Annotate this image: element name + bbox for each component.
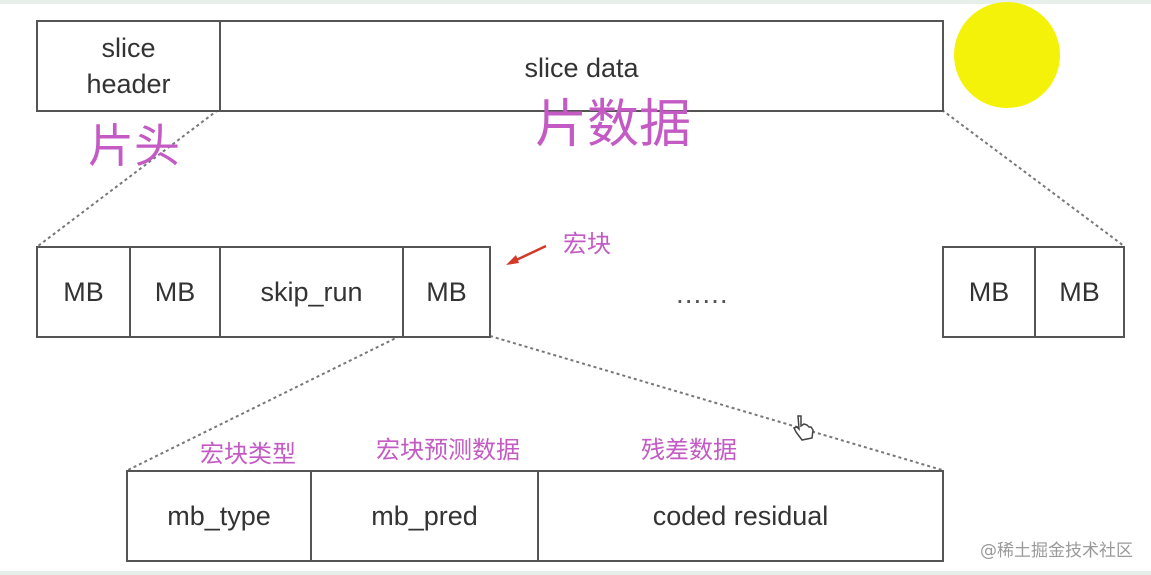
connector-right-bottom <box>489 335 943 471</box>
connector-left-top <box>37 109 219 247</box>
mb-cell: MB <box>1034 248 1123 336</box>
macroblock-annotation: 宏块 <box>563 230 611 258</box>
slice-data-annotation: 片数据 <box>535 95 692 155</box>
macroblock-row-right: MB MB <box>942 246 1125 338</box>
mb-cell: MB <box>402 248 489 336</box>
mb-label: MB <box>154 277 196 307</box>
ellipsis: ...... <box>676 278 729 309</box>
mb-pred-cell: mb_pred <box>310 472 537 560</box>
macroblock-syntax-row: mb_type mb_pred coded residual <box>126 470 944 562</box>
skip-run-label: skip_run <box>260 277 363 307</box>
slice-data-label: slice data <box>524 53 639 83</box>
slice-header-annotation: 片头 <box>88 119 180 173</box>
skip-run-cell: skip_run <box>219 248 402 336</box>
mb-type-cell: mb_type <box>128 472 310 560</box>
mb-cell: MB <box>129 248 219 336</box>
mb-type-annotation: 宏块类型 <box>200 440 296 468</box>
mb-type-label: mb_type <box>167 501 271 531</box>
mb-pred-annotation: 宏块预测数据 <box>376 436 520 464</box>
slice-data-cell: slice data <box>219 22 942 110</box>
connector-left-bottom <box>127 335 401 471</box>
slice-header-cell: slice header <box>38 22 219 110</box>
mb-label: MB <box>1059 277 1100 307</box>
slice-bar: slice header slice data <box>36 20 944 112</box>
connector-right-top <box>941 109 1125 247</box>
watermark: @稀土掘金技术社区 <box>980 541 1133 561</box>
mb-cell: MB <box>944 248 1034 336</box>
coded-residual-cell: coded residual <box>537 472 942 560</box>
red-arrow <box>506 244 547 265</box>
mb-label: MB <box>63 277 104 307</box>
slice-header-label: slice header <box>86 33 171 99</box>
sun-circle <box>954 2 1060 108</box>
mb-pred-label: mb_pred <box>371 501 478 531</box>
mb-label: MB <box>968 277 1010 307</box>
mb-label: MB <box>426 277 467 307</box>
hand-cursor-icon <box>792 415 814 441</box>
residual-annotation: 残差数据 <box>641 436 737 464</box>
coded-residual-label: coded residual <box>652 501 829 531</box>
macroblock-row: MB MB skip_run MB <box>36 246 491 338</box>
mb-cell: MB <box>38 248 129 336</box>
